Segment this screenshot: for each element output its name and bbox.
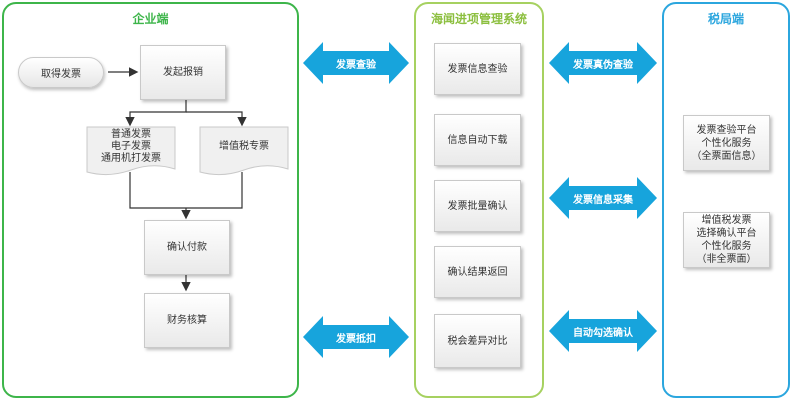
info-collect-label: 发票信息采集 (573, 194, 633, 206)
authenticity-check-label: 发票真伪查验 (573, 59, 633, 71)
invoice-deduct-arrow: 发票抵扣 (303, 316, 409, 358)
info-collect-arrow: 发票信息采集 (549, 177, 657, 219)
customs-step-1: 发票信息查验 (434, 43, 521, 95)
connector-split (125, 100, 187, 127)
invoice-check-label: 发票查验 (336, 59, 376, 71)
tax-platform-confirm: 增值税发票 选择确认平台 个性化服务 （非全票面） (683, 212, 770, 268)
confirm-payment-box: 确认付款 (144, 220, 230, 275)
obtain-invoice-node: 取得发票 (18, 57, 104, 88)
invoice-check-arrow: 发票查验 (303, 42, 409, 84)
tax-platform-check: 发票查验平台 个性化服务 （全票面信息） (683, 115, 770, 171)
customs-step-2: 信息自动下载 (434, 114, 521, 166)
ordinary-invoice-label: 普通发票 电子发票 通用机打发票 (101, 129, 161, 164)
connector-split-right (186, 111, 247, 127)
customs-title: 海闻进项管理系统 (430, 12, 527, 26)
vat-special-invoice-label: 增值税专票 (219, 141, 269, 152)
invoice-deduct-label: 发票抵扣 (336, 333, 376, 345)
customs-step-3: 发票批量确认 (434, 180, 521, 232)
initiate-reimbursement-box: 发起报销 (140, 45, 226, 100)
customs-step-5: 税会差异对比 (434, 314, 521, 368)
tax-title: 税局端 (707, 12, 744, 26)
ordinary-invoice-doc: 普通发票 电子发票 通用机打发票 (86, 126, 176, 180)
customs-step-4: 确认结果返回 (434, 246, 521, 298)
vat-special-invoice-doc: 增值税专票 (199, 126, 289, 180)
financial-accounting-box: 财务核算 (144, 293, 230, 348)
auto-confirm-arrow: 自动勾选确认 (549, 310, 657, 352)
enterprise-title: 企业端 (132, 12, 169, 26)
tax-panel: 税局端 (662, 2, 790, 398)
auto-confirm-label: 自动勾选确认 (573, 327, 633, 339)
authenticity-check-arrow: 发票真伪查验 (549, 42, 657, 84)
